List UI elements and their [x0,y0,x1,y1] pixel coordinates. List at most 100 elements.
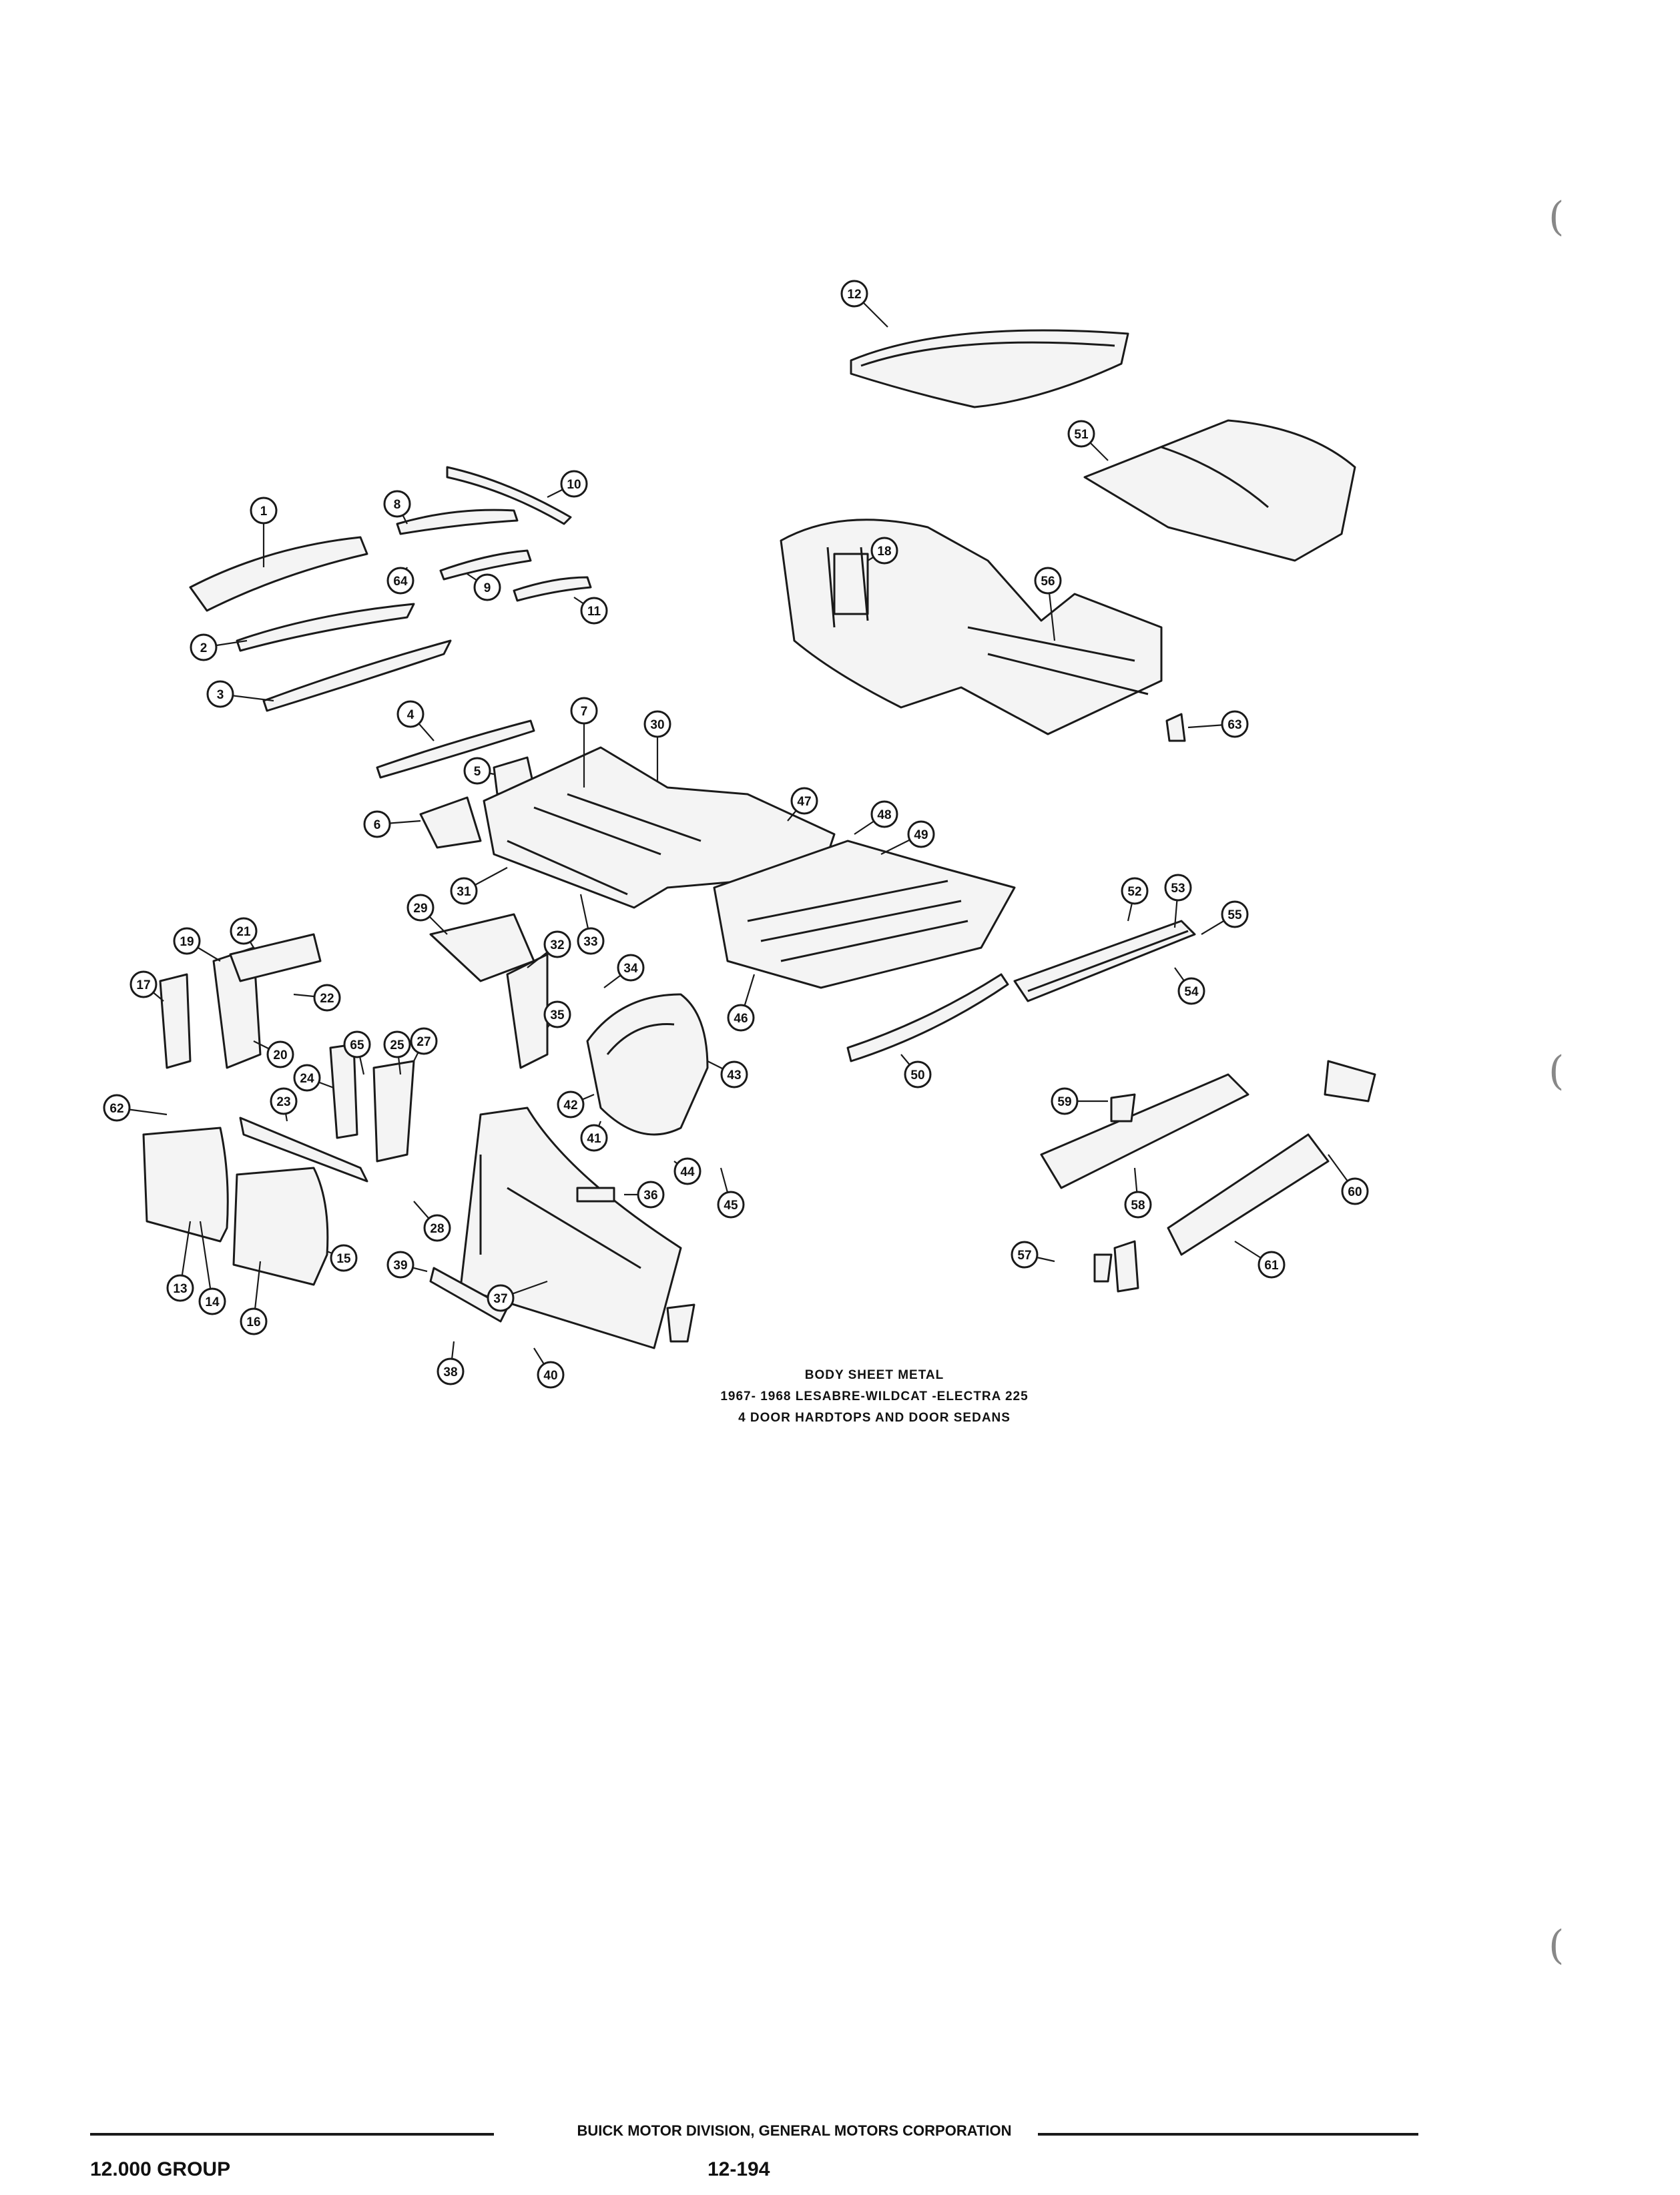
callout-circle [1067,420,1095,448]
callout-circle [790,787,818,815]
callout-circle [293,1064,321,1092]
callout-circle [198,1287,226,1315]
callout-25: 25 [383,1030,411,1075]
callout-27: 27 [410,1027,438,1062]
callout-circle [473,573,501,601]
callout-circle [1124,1191,1152,1219]
callout-number: 54 [1184,985,1199,999]
diagram-subtitle-body-styles: 4 DOOR HARDTOPS AND DOOR SEDANS [738,1411,1011,1425]
callout-layer: 1234567891011121314151617181920212223242… [103,280,1369,1389]
callout-number: 28 [430,1222,444,1236]
diagram-title: BODY SHEET METAL [804,1368,944,1382]
callout-circle [173,927,201,955]
callout-number: 64 [393,575,408,589]
callout-number: 62 [109,1102,123,1116]
callout-number: 44 [680,1165,695,1179]
front-doors [142,1127,329,1286]
callout-circle [250,497,278,525]
callout-circle [840,280,868,308]
callout-number: 34 [623,962,638,976]
callout-30: 30 [643,710,671,781]
callout-circle [870,537,898,565]
callout-number: 56 [1041,575,1055,589]
callout-32: 32 [527,930,571,968]
callout-63: 63 [1187,710,1249,738]
callout-52: 52 [1121,877,1149,922]
callout-12: 12 [840,280,888,328]
callout-circle [487,1284,515,1312]
callout-circle [1221,900,1249,928]
callout-22: 22 [293,984,341,1012]
callout-number: 27 [416,1035,431,1049]
footer-rule-right [1038,2133,1418,2136]
callout-35: 35 [543,1000,571,1028]
callout-number: 9 [484,581,491,595]
callout-28: 28 [413,1201,451,1242]
rear-quarter-panel [459,1107,682,1349]
callout-circle [386,1251,414,1279]
callout-circle [240,1307,268,1335]
callout-11: 11 [573,597,608,625]
callout-36: 36 [624,1181,665,1209]
rear-cross-bar-panel [1013,920,1196,1002]
callout-circle [637,1181,665,1209]
callout-number: 40 [543,1369,557,1383]
callout-24: 24 [293,1064,334,1092]
margin-hole-mark: ( [1549,1048,1565,1094]
callout-circle [230,917,258,945]
roof-panel [850,329,1129,408]
callout-number: 59 [1057,1095,1071,1109]
rear-deck-lid [1083,419,1356,562]
callout-number: 21 [236,925,251,939]
callout-number: 61 [1264,1259,1279,1273]
callout-48: 48 [854,800,898,835]
callout-circle [560,470,588,498]
callout-number: 65 [350,1038,364,1052]
callout-number: 33 [583,935,597,949]
callout-13: 13 [166,1221,194,1302]
callout-number: 63 [1227,718,1241,732]
callout-33: 33 [577,894,605,955]
callout-number: 3 [217,688,224,702]
callout-21: 21 [230,917,258,948]
callout-50: 50 [900,1054,932,1088]
callout-number: 38 [443,1365,457,1379]
callout-number: 55 [1227,908,1242,922]
callout-circle [617,954,645,982]
callout-circle [1341,1177,1369,1205]
callout-number: 50 [910,1068,924,1082]
callout-8: 8 [383,490,411,525]
front-body-hinge-pillar [429,913,549,1069]
margin-hole-mark: ( [1549,194,1565,240]
callout-46: 46 [727,974,756,1032]
callout-51: 51 [1067,420,1109,461]
callout-number: 6 [374,818,381,832]
callout-number: 15 [336,1252,351,1266]
callout-43: 43 [707,1060,748,1088]
callout-number: 4 [407,708,414,722]
callout-number: 23 [276,1095,290,1109]
callout-circle [330,1244,358,1272]
callout-circle [463,757,491,785]
callout-circle [129,970,158,998]
callout-number: 48 [877,808,891,822]
body-side-quarter-inner-assembly [780,519,1163,735]
callout-circle [1177,977,1205,1005]
callout-circle [343,1030,371,1058]
callout-16: 16 [240,1261,268,1335]
callout-number: 2 [200,641,208,655]
callout-44: 44 [673,1157,702,1185]
callout-45: 45 [717,1167,745,1219]
callout-31: 31 [450,867,508,905]
callout-circle [383,1030,411,1058]
rocker-sill-panel [239,1117,368,1183]
callout-64: 64 [386,567,414,595]
callout-65: 65 [343,1030,371,1075]
callout-1: 1 [250,497,278,567]
footer-corporation: BUICK MOTOR DIVISION, GENERAL MOTORS COR… [577,2122,1012,2139]
callout-circle [266,1040,294,1068]
callout-number: 14 [205,1295,220,1309]
callout-number: 25 [390,1038,404,1052]
callout-number: 41 [587,1132,601,1146]
callout-circle [1221,710,1249,738]
